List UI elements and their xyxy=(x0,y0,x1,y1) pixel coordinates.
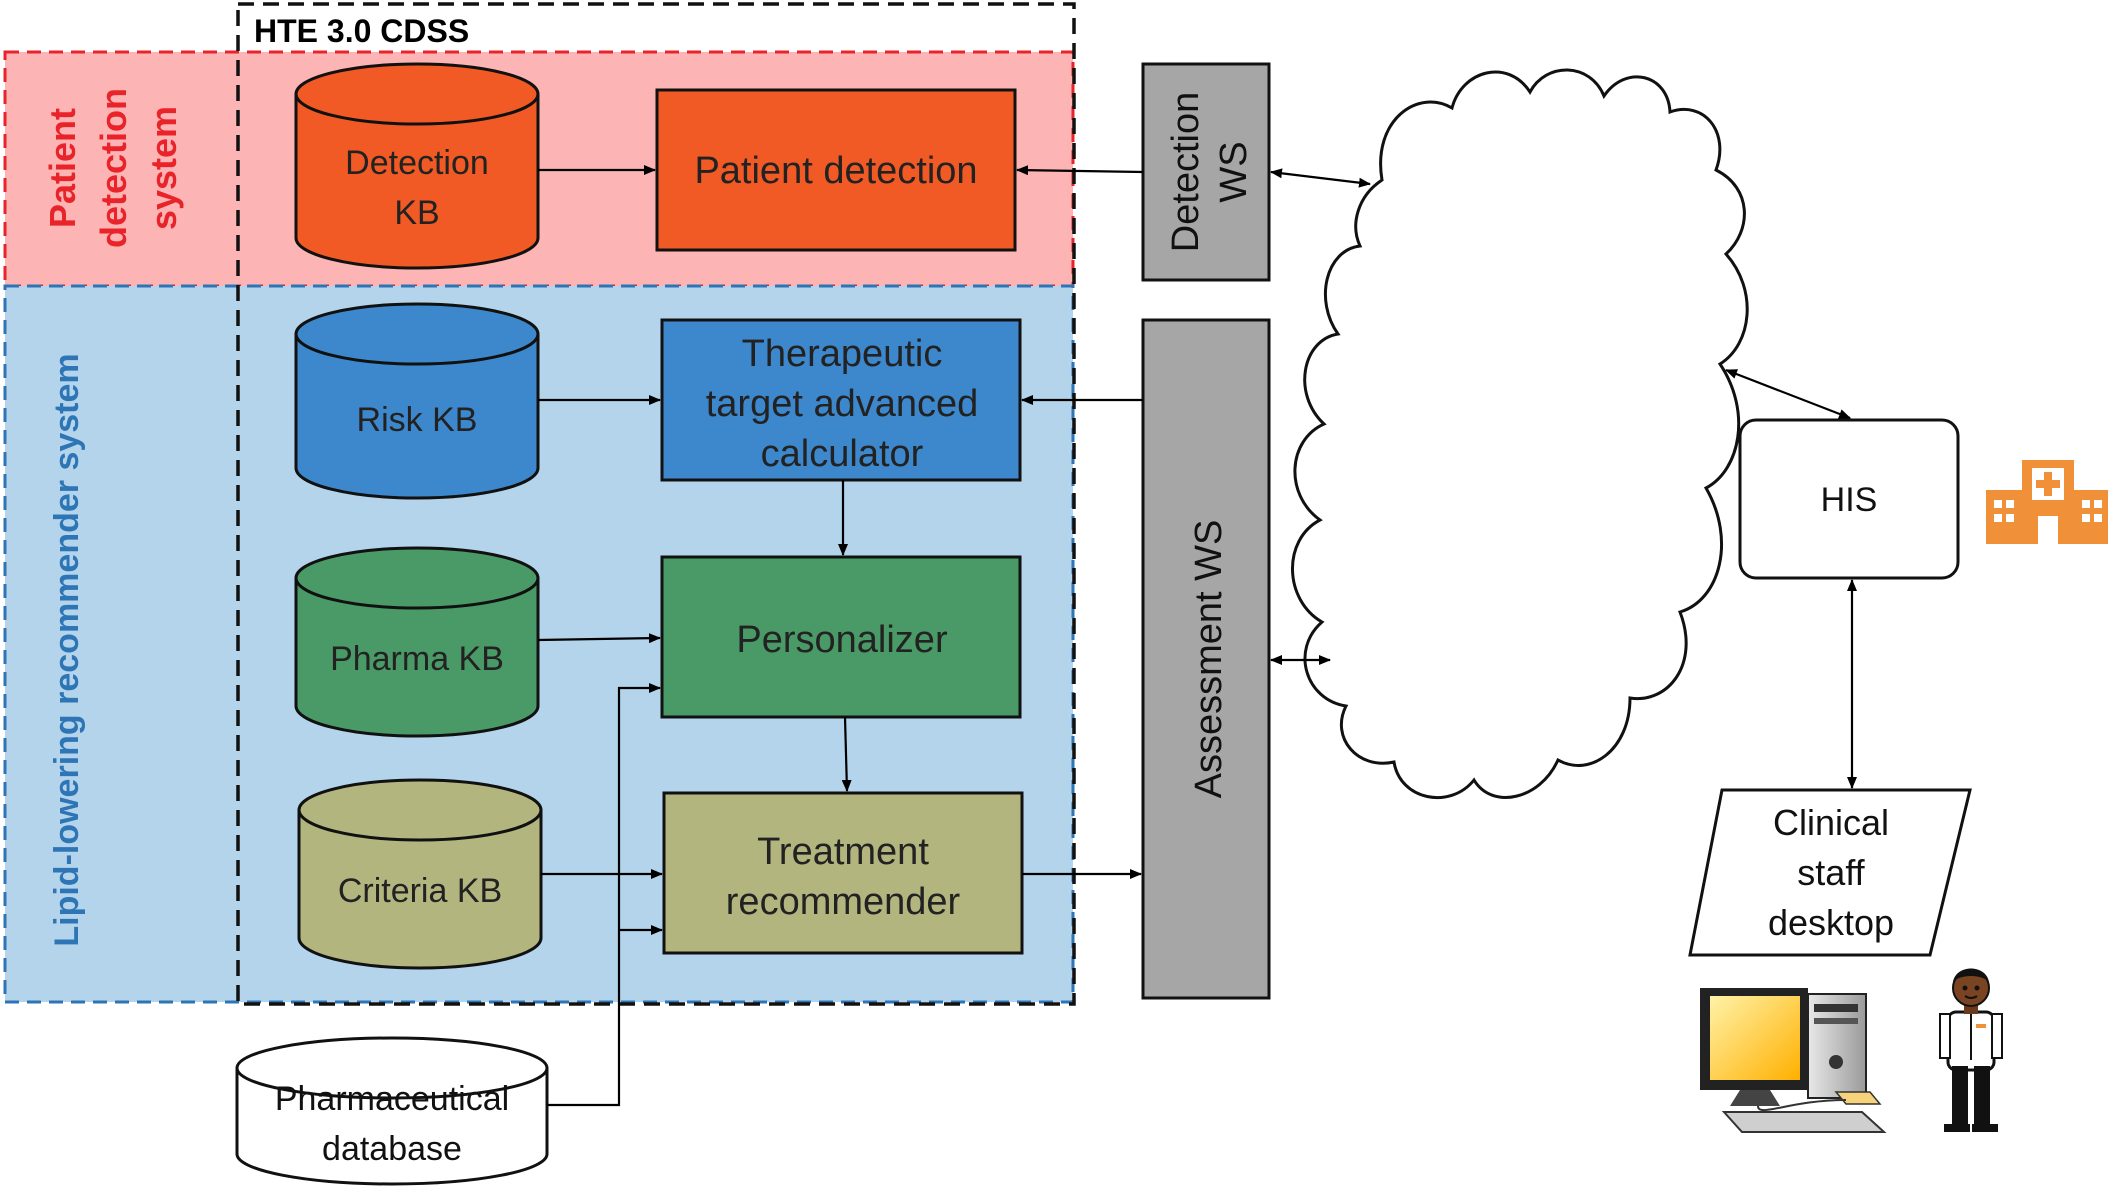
pharmaceutical-database-line-1: Pharmaceutical xyxy=(275,1080,509,1118)
arrow-detection-ws-to-module xyxy=(1016,165,1144,176)
assessment-ws: Assessment WS xyxy=(1141,318,1271,1000)
treatment-recommender-line-2: recommender xyxy=(726,881,961,923)
patient-detection-module: Patient detection xyxy=(655,88,1017,252)
clinical-desktop-line-1: Clinical xyxy=(1773,802,1889,843)
treatment-recommender-module: Treatment recommender xyxy=(662,791,1024,955)
arrow-detection-ws-cloud xyxy=(1270,168,1371,188)
detection-ws-line-2: WS xyxy=(1213,141,1255,202)
arrow-cloud-his xyxy=(1725,368,1851,420)
therapeutic-calculator-line-3: calculator xyxy=(761,433,924,475)
cdss-title: HTE 3.0 CDSS xyxy=(254,13,469,49)
arrow-personalizer-to-recommender xyxy=(841,716,852,792)
therapeutic-calculator-module: Therapeutic target advanced calculator xyxy=(660,318,1022,482)
treatment-recommender-line-1: Treatment xyxy=(757,831,929,873)
personalizer-module: Personalizer xyxy=(660,555,1022,719)
risk-kb-label: Risk KB xyxy=(357,401,478,439)
connector-arrows xyxy=(537,165,1857,1107)
his-box: HIS xyxy=(1738,418,1960,580)
hospital-icon xyxy=(1986,460,2108,544)
detection-kb-cylinder: Detection KB xyxy=(294,62,540,270)
patient-detection-label-line-1: Patient xyxy=(42,108,83,228)
arrow-pharma-kb-to-personalizer xyxy=(537,633,661,644)
personalizer-label: Personalizer xyxy=(736,619,948,661)
arrow-pharmaceutical-db-to-personalizer xyxy=(547,683,661,1107)
detection-ws: Detection WS xyxy=(1141,62,1271,282)
clinical-staff-desktop: Clinical staff desktop xyxy=(1688,788,1972,957)
patient-detection-label: Patient detection system xyxy=(42,88,184,248)
detection-kb-line-2: KB xyxy=(394,194,439,232)
patient-detection-label-line-3: system xyxy=(143,106,184,230)
assessment-ws-label: Assessment WS xyxy=(1188,520,1230,799)
pharma-kb-label: Pharma KB xyxy=(330,640,504,678)
patient-detection-label-line-2: detection xyxy=(93,88,134,248)
pharmaceutical-database-line-2: database xyxy=(322,1130,462,1168)
lipid-lowering-label: Lipid-lowering recommender system xyxy=(48,353,86,946)
therapeutic-calculator-line-2: target advanced xyxy=(706,383,979,425)
pharmaceutical-database-cylinder: Pharmaceutical database xyxy=(235,1036,549,1186)
cdss-boundary xyxy=(236,2,1076,1006)
pharma-kb-cylinder: Pharma KB xyxy=(294,546,540,738)
doctor-icon xyxy=(1939,968,2003,1132)
criteria-kb-cylinder: Criteria KB xyxy=(297,778,543,970)
computer-icon xyxy=(1700,988,1887,1133)
patient-detection-module-label: Patient detection xyxy=(694,150,977,192)
therapeutic-calculator-line-1: Therapeutic xyxy=(742,333,943,375)
detection-kb-line-1: Detection xyxy=(345,144,489,182)
detection-ws-line-1: Detection xyxy=(1165,92,1207,253)
criteria-kb-label: Criteria KB xyxy=(338,872,502,910)
clinical-desktop-line-3: desktop xyxy=(1768,902,1894,943)
risk-kb-cylinder: Risk KB xyxy=(294,302,540,500)
his-label: HIS xyxy=(1821,481,1878,519)
clinical-desktop-line-2: staff xyxy=(1797,852,1865,893)
cloud-icon xyxy=(1291,68,1749,800)
